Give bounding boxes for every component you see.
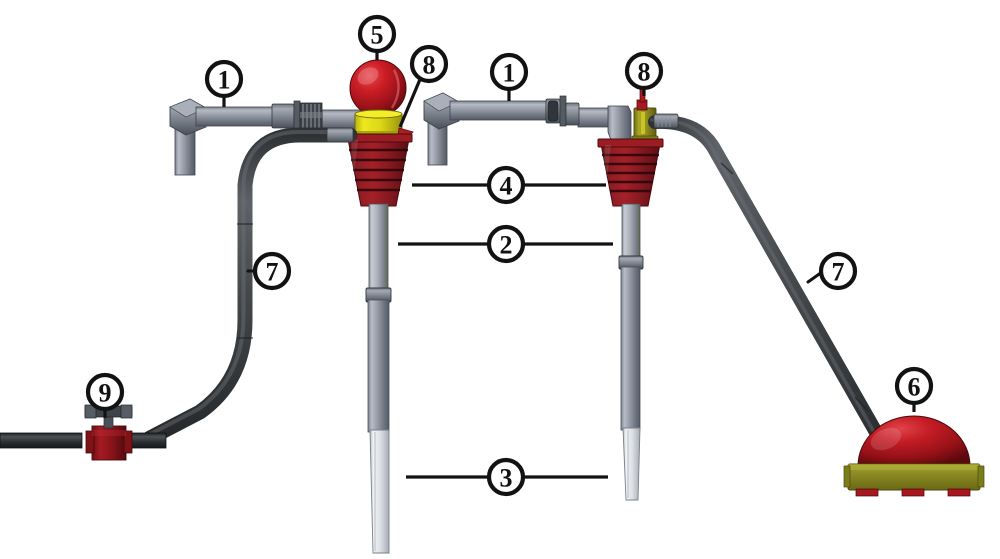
black-supply-pipe xyxy=(0,432,167,449)
horizontal-supply-pipe-left xyxy=(195,106,363,130)
callout-6-label: 6 xyxy=(908,373,921,402)
pipe-union-coupling-right xyxy=(545,95,580,127)
callout-7-right[interactable]: 7 xyxy=(818,251,858,291)
callout-3[interactable]: 3 xyxy=(486,457,526,497)
callout-8-left-label: 8 xyxy=(423,51,436,80)
flexible-hose-right xyxy=(648,113,912,490)
red-pleated-cone-escutcheon-left xyxy=(344,133,413,207)
callout-2-label: 2 xyxy=(500,231,513,260)
right-drop-assembly xyxy=(423,87,664,501)
left-drop-assembly xyxy=(169,59,414,554)
drop-nipple-pipe-left xyxy=(365,203,392,303)
callout-7-left-label: 7 xyxy=(266,258,279,287)
callout-7-right-label: 7 xyxy=(832,258,845,287)
callout-6[interactable]: 6 xyxy=(894,366,934,406)
red-dome-fixture xyxy=(843,415,985,497)
sprinkler-drop-tube-left xyxy=(367,299,390,554)
red-sphere-bulb xyxy=(349,59,407,117)
yellow-collar-left xyxy=(354,109,414,138)
callout-5-label: 5 xyxy=(371,21,384,50)
callout-balloons: 1 5 8 1 8 4 2 3 xyxy=(85,14,934,497)
drop-nipple-pipe-right xyxy=(618,203,644,270)
callout-9[interactable]: 9 xyxy=(85,372,125,412)
callout-9-label: 9 xyxy=(99,379,112,408)
callout-5[interactable]: 5 xyxy=(357,14,397,54)
callout-4-label: 4 xyxy=(500,172,513,201)
callout-7-left[interactable]: 7 xyxy=(252,251,292,291)
callout-1-left[interactable]: 1 xyxy=(204,59,244,99)
pipe-union-coupling-left xyxy=(271,100,323,132)
sprinkler-drop-tube-right xyxy=(620,266,641,501)
callout-1-left-label: 1 xyxy=(218,66,231,95)
callout-4[interactable]: 4 xyxy=(486,165,526,205)
red-gate-valve xyxy=(84,404,133,461)
callout-3-label: 3 xyxy=(500,464,513,493)
red-pleated-cone-escutcheon-right xyxy=(597,138,664,207)
callout-1-right-label: 1 xyxy=(503,59,516,88)
horizontal-supply-pipe-right xyxy=(449,100,632,141)
callout-2[interactable]: 2 xyxy=(486,224,526,264)
callout-8-right-label: 8 xyxy=(638,58,651,87)
callout-8-left[interactable]: 8 xyxy=(409,44,449,84)
callout-1-right[interactable]: 1 xyxy=(489,52,529,92)
callout-8-right[interactable]: 8 xyxy=(624,51,664,91)
flexible-hose-left xyxy=(142,127,358,446)
